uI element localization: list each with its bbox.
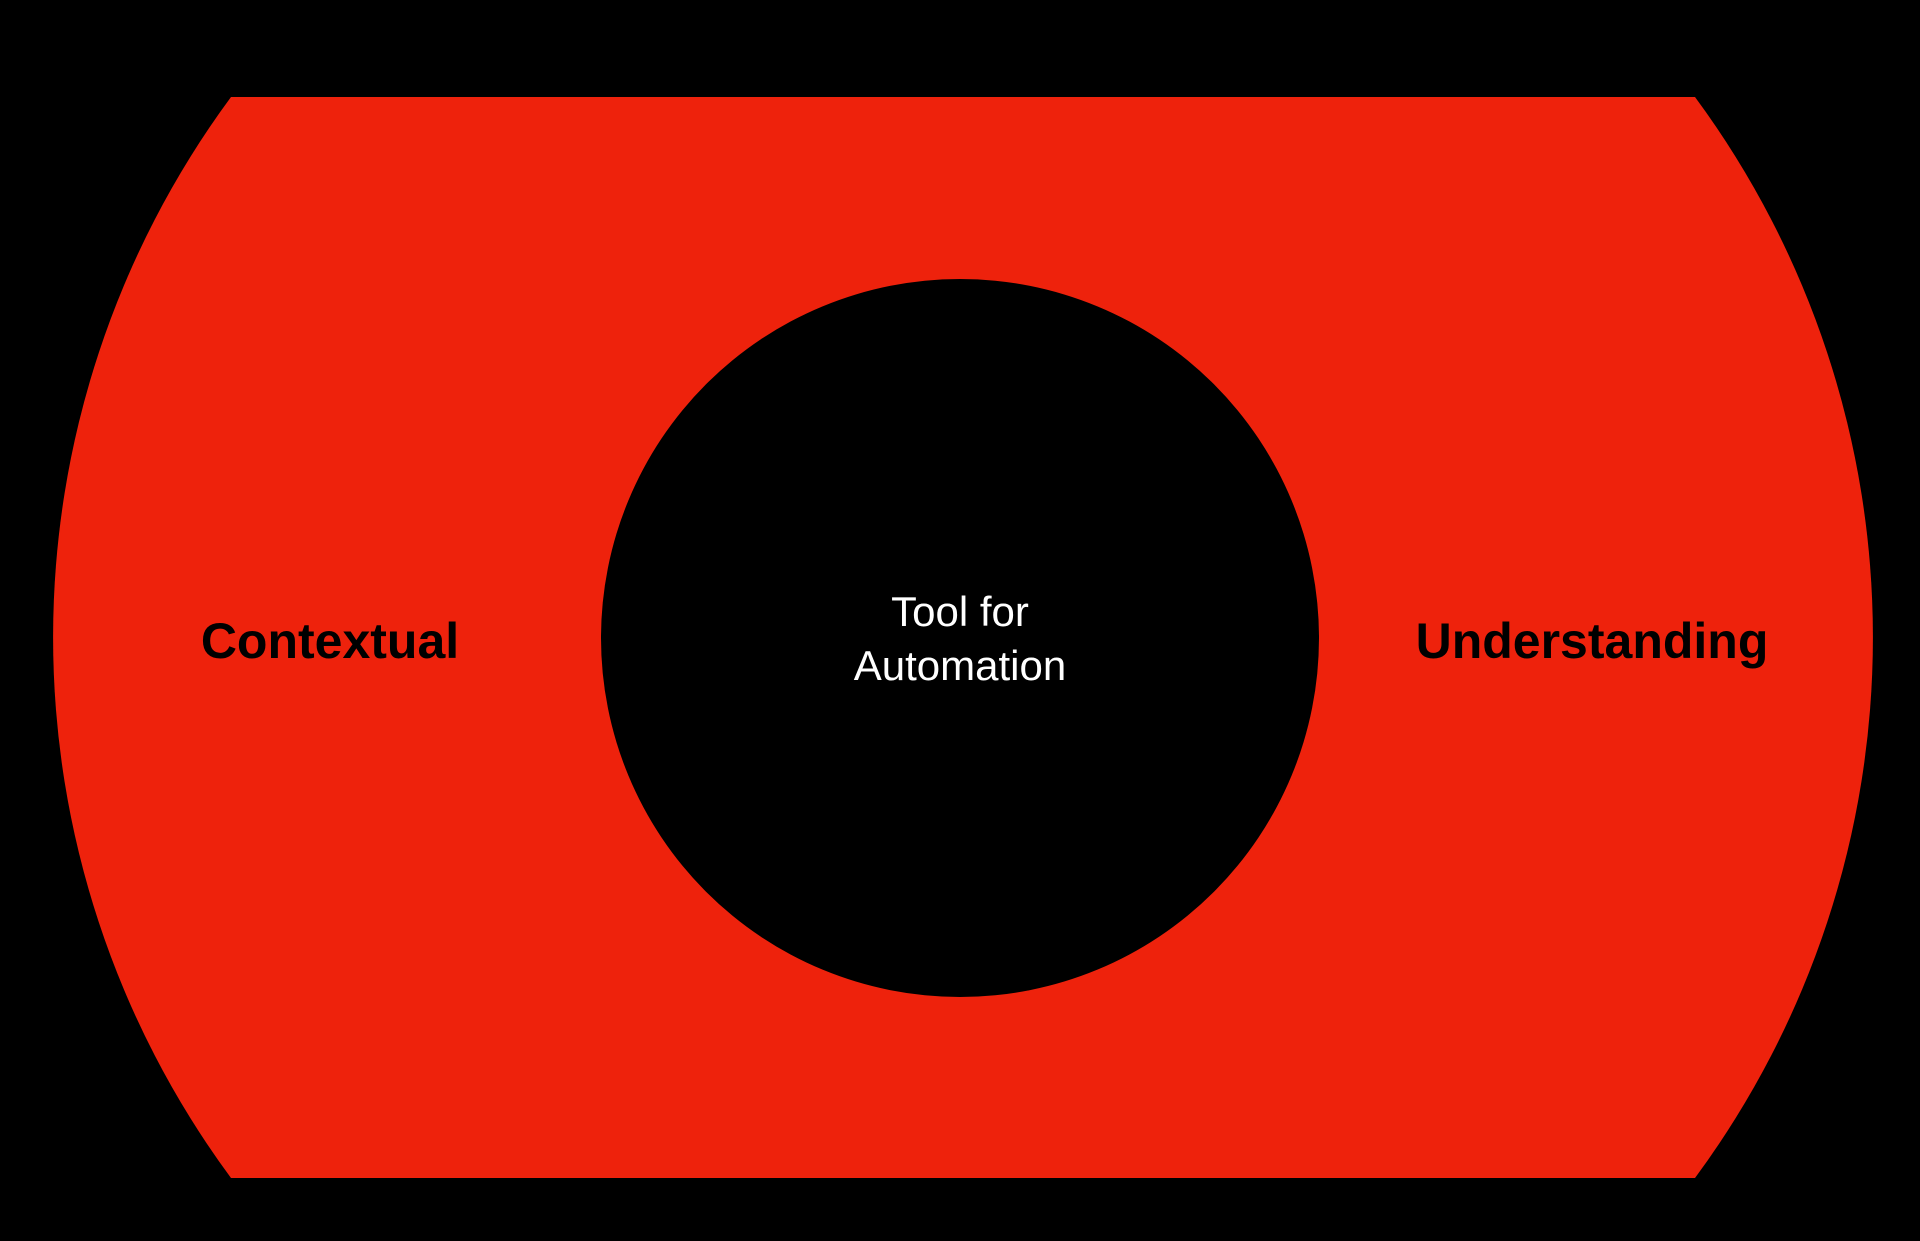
left-label-contextual: Contextual bbox=[201, 613, 459, 669]
inner-black-circle bbox=[601, 279, 1319, 997]
center-label-line2: Automation bbox=[854, 642, 1066, 689]
center-label-line1: Tool for bbox=[891, 588, 1029, 635]
right-label-understanding: Understanding bbox=[1416, 613, 1769, 669]
